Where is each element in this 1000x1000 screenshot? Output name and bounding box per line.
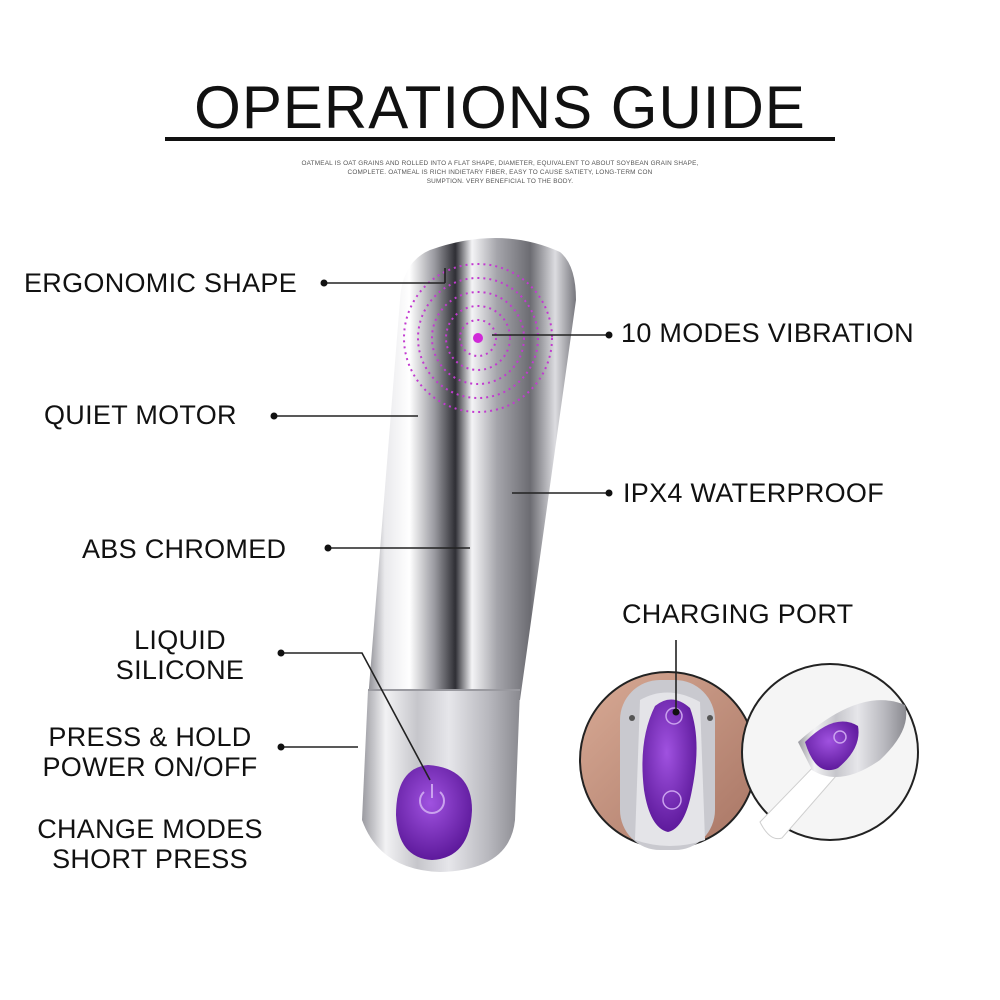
leader-dots <box>270 279 680 751</box>
label-vibration-modes: 10 MODES VIBRATION <box>621 318 914 348</box>
subtitle-line: COMPLETE. OATMEAL IS RICH INDIETARY FIBE… <box>347 169 653 176</box>
power-icon <box>419 784 445 814</box>
bullet-body <box>362 237 576 872</box>
label-liquid: LIQUID <box>134 625 226 655</box>
subtitle-line: OATMEAL IS OAT GRAINS AND ROLLED INTO A … <box>301 160 699 167</box>
label-silicone: SILICONE <box>115 655 245 685</box>
page-title: OPERATIONS GUIDE <box>194 74 806 141</box>
label-press-hold: PRESS & HOLD <box>48 722 252 752</box>
label-power-on-off: POWER ON/OFF <box>42 752 258 782</box>
label-change-modes: CHANGE MODES <box>37 814 263 844</box>
leader-lines <box>276 268 677 781</box>
label-short-press: SHORT PRESS <box>52 844 248 874</box>
label-ergonomic-shape: ERGONOMIC SHAPE <box>24 268 298 298</box>
label-waterproof: IPX4 WATERPROOF <box>623 478 885 508</box>
label-charging-port: CHARGING PORT <box>622 599 854 629</box>
title-underline <box>165 137 835 141</box>
silicone-power-button <box>396 765 472 860</box>
vibration-center-dot <box>473 333 483 343</box>
vibration-rings-icon <box>403 263 553 413</box>
charging-port-photo <box>579 671 757 850</box>
label-abs-chromed: ABS CHROMED <box>82 534 287 564</box>
label-quiet-motor: QUIET MOTOR <box>44 400 237 430</box>
charging-cable-photo <box>741 663 919 841</box>
subtitle-line: SUMPTION. VERY BENEFICIAL TO THE BODY. <box>426 178 574 185</box>
